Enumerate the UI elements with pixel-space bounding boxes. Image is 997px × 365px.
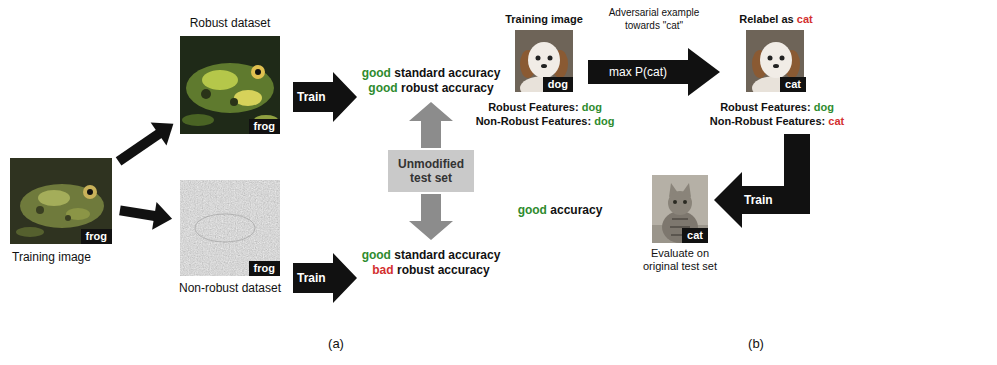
image-panel: Training imagedog	[515, 30, 573, 92]
label-line: good robust accuracy	[356, 81, 506, 96]
accuracy-text: robust accuracy	[397, 263, 490, 277]
image-panel: Robust datasetfrog	[180, 36, 280, 134]
accuracy-text: good	[518, 203, 547, 217]
accuracy-text: good	[362, 66, 391, 80]
label-line: bad robust accuracy	[356, 263, 506, 278]
accuracy-text: accuracy	[550, 203, 602, 217]
train-arrow: Train	[714, 134, 814, 230]
label-line: Non-Robust Features:dog	[465, 114, 625, 129]
accuracy-text: robust accuracy	[401, 81, 494, 95]
grey-arrow	[409, 194, 453, 240]
panel-letter: (b)	[748, 336, 764, 351]
attack-arrow: Adversarial example towards "cat"max P(c…	[588, 48, 720, 96]
image-caption: Non-robust dataset	[179, 281, 281, 295]
label-line: Relabel as cat	[726, 12, 826, 27]
train-arrow: Train	[293, 72, 357, 122]
arrow-text: Train	[744, 193, 773, 207]
class-tag: dog	[543, 77, 573, 92]
dog-photo	[515, 30, 573, 92]
label-line: goodstandard accuracy	[356, 248, 506, 263]
feature-text: dog	[582, 101, 602, 113]
accuracy-text: good	[368, 81, 397, 95]
arrow-body	[293, 253, 357, 303]
accuracy-text: standard accuracy	[394, 66, 500, 80]
class-tag: frog	[249, 261, 280, 276]
arrow-head	[152, 202, 172, 230]
cat-photo	[652, 175, 708, 243]
image-caption: Evaluate on original test set	[632, 247, 728, 273]
panel-letter: (a)	[328, 336, 344, 351]
image-caption: Training image	[505, 12, 583, 26]
test-set-box: Unmodified test set	[388, 150, 474, 192]
label-line: (a)	[318, 336, 354, 351]
noise-photo	[180, 180, 280, 276]
arrow-body	[293, 72, 357, 122]
feature-text: Robust Features:	[720, 101, 810, 113]
arrow-text: Train	[297, 90, 326, 104]
feature-text: Robust Features:	[488, 101, 578, 113]
arrow-head	[151, 122, 174, 145]
feature-text: dog	[594, 115, 614, 127]
arrow-shaft	[120, 210, 156, 216]
frog-photo	[10, 158, 112, 244]
dog-photo	[746, 30, 804, 92]
feature-text: dog	[814, 101, 834, 113]
train-arrow: Train	[293, 253, 357, 303]
label-line: Non-Robust Features:cat	[697, 114, 857, 129]
arrow-body	[714, 134, 810, 228]
feature-text: Non-Robust Features:	[710, 115, 826, 127]
class-tag: frog	[249, 119, 280, 134]
image-panel: frogNon-robust dataset	[180, 180, 280, 276]
arrow-shape	[714, 134, 814, 230]
image-panel: catEvaluate on original test set	[652, 175, 708, 243]
accuracy-text: standard accuracy	[394, 248, 500, 262]
image-panel: frogTraining image	[10, 158, 112, 244]
label-line: goodstandard accuracy	[356, 66, 506, 81]
dataset-arrow	[120, 202, 172, 230]
class-tag: cat	[682, 228, 708, 243]
accuracy-text: bad	[372, 263, 393, 277]
feature-text: Non-Robust Features:	[476, 115, 592, 127]
image-panel: cat	[746, 30, 806, 92]
arrow-text: Train	[297, 271, 326, 285]
dataset-arrow	[119, 122, 174, 161]
feature-text: cat	[828, 115, 844, 127]
class-tag: cat	[780, 77, 806, 92]
class-tag: frog	[81, 229, 112, 244]
arrow-body	[588, 48, 720, 96]
relabel-text: cat	[797, 13, 813, 25]
arrow-text: max P(cat)	[588, 65, 688, 79]
image-caption: Training image	[12, 250, 91, 264]
grey-arrow	[409, 102, 453, 148]
arrow-shaft	[119, 133, 161, 162]
box-text: Unmodified test set	[388, 152, 474, 190]
accuracy-text: good	[362, 248, 391, 262]
robust-photo	[180, 36, 280, 134]
label-line: (b)	[738, 336, 774, 351]
label-line: Robust Features: dog	[697, 100, 857, 115]
relabel-text: Relabel as	[739, 13, 793, 25]
arrow-caption: Adversarial example towards "cat"	[594, 6, 714, 32]
image-caption: Robust dataset	[190, 16, 271, 30]
label-line: Robust Features: dog	[465, 100, 625, 115]
label-line: goodaccuracy	[495, 203, 625, 218]
